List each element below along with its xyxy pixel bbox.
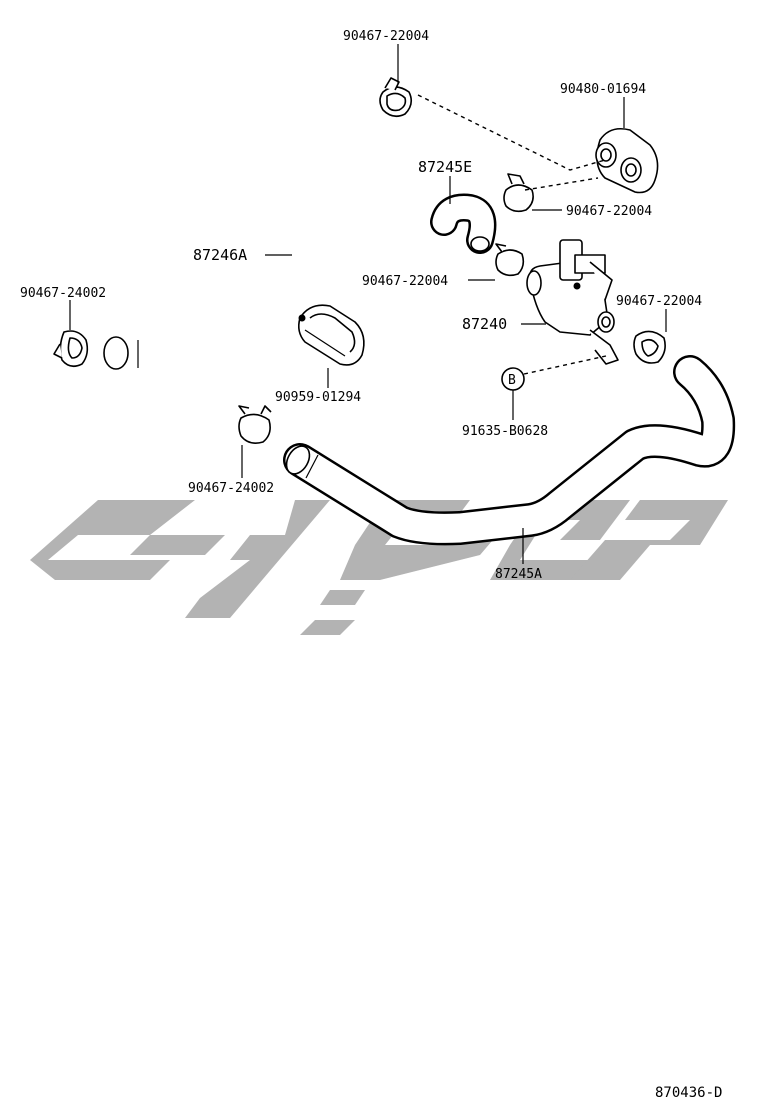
clamp-top — [379, 77, 413, 118]
clamp-right-lower — [633, 330, 666, 364]
leader-lines — [69, 44, 667, 564]
hose-87245e — [430, 193, 497, 254]
label-bolt: 91635-B0628 — [462, 424, 548, 439]
label-clamp-bottom: 90467-24002 — [188, 481, 274, 496]
hose-87245a — [283, 355, 736, 546]
label-clamp-mid: 90467-22004 — [362, 274, 448, 289]
clamp-bottom — [238, 405, 272, 444]
bolt-callout-letter: B — [508, 373, 516, 388]
water-valve — [526, 239, 619, 365]
label-clamp-right-upper: 90467-22004 — [566, 204, 652, 219]
hose-holder — [298, 304, 365, 366]
hose-87246a — [103, 91, 375, 370]
diagram-code: 870436-D — [655, 1085, 722, 1101]
label-hose-87246a: 87246A — [193, 246, 247, 264]
label-water-valve: 87240 — [462, 315, 507, 333]
label-grommet: 90480-01694 — [560, 82, 646, 97]
clamp-right-upper — [503, 173, 534, 213]
label-clamp-right-lower: 90467-22004 — [616, 294, 702, 309]
label-hose-87245e: 87245E — [418, 158, 472, 176]
label-hose-87245a: 87245A — [495, 567, 542, 582]
label-holder: 90959-01294 — [275, 390, 361, 405]
clamp-mid — [495, 243, 525, 277]
label-clamp-top: 90467-22004 — [343, 29, 429, 44]
label-clamp-left: 90467-24002 — [20, 286, 106, 301]
grommet — [595, 127, 659, 194]
clamp-left — [53, 330, 89, 368]
